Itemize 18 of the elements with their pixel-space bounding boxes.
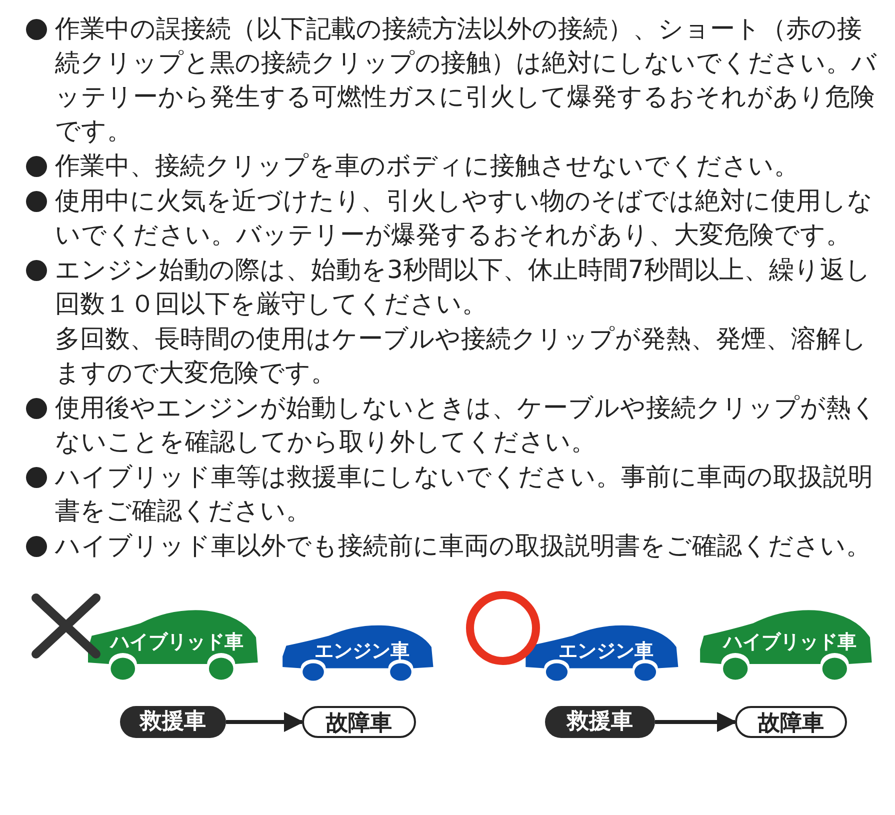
vehicle-tag: 故障車: [302, 706, 416, 738]
vehicle-tag: 救援車: [120, 706, 226, 738]
car-label: ハイブリッド車: [108, 630, 244, 653]
arrow: [226, 712, 304, 732]
vehicle-tag: 救援車: [545, 706, 655, 738]
warning-text: 作業中の誤接続（以下記載の接続方法以外の接続）、ショート（赤の接続クリップと黒の接続クリップの接触）は絶対にしないでください。バッテリーから発生する可燃性ガスに引火して爆発するおそれがあり危険です。: [55, 13, 878, 147]
warning-text: ハイブリッド車以外でも接続前に車両の取扱説明書をご確認ください。: [55, 530, 872, 562]
car-label: ハイブリッド車: [722, 630, 858, 653]
warning-text: エンジン始動の際は、始動を3秒間以下、休止時間7秒間以上、繰り返し回数１０回以下を厳守してください。: [55, 254, 872, 320]
warning-text: ハイブリッド車等は救援車にしないでください。事前に車両の取扱説明書をご確認ください。: [55, 461, 874, 527]
warning-text: 作業中、接続クリップを車のボディに接触させないでください。: [55, 150, 800, 182]
vehicle-tag: 故障車: [735, 706, 847, 738]
warning-text: 使用中に火気を近づけたり、引火しやすい物のそばでは絶対に使用しないでください。バッテリーが爆発するおそれがあり、大変危険です。: [55, 185, 874, 251]
car-label: エンジン車: [314, 640, 410, 662]
car-label: エンジン車: [558, 640, 654, 662]
arrow: [655, 712, 737, 732]
warning-text: 多回数、長時間の使用はケーブルや接続クリップが発熱、発煙、溶解しますので大変危険です。: [55, 323, 868, 389]
warning-text: 使用後やエンジンが始動しないときは、ケーブルや接続クリップが熱くないことを確認してから取り外してください。: [55, 392, 878, 458]
